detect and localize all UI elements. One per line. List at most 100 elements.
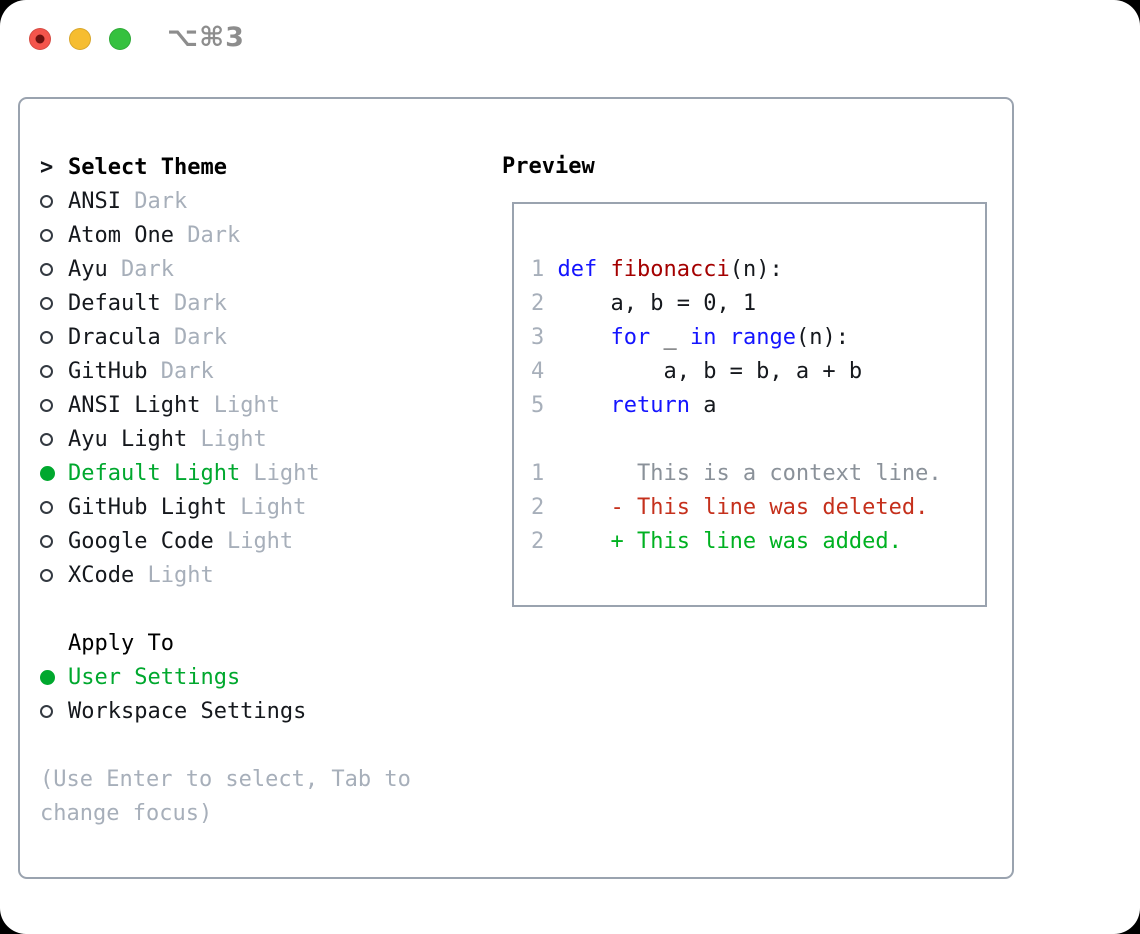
radio-icon xyxy=(40,568,53,582)
radio-icon xyxy=(40,330,53,344)
radio-icon xyxy=(40,296,53,310)
help-text-line1: (Use Enter to select, Tab to xyxy=(40,766,411,792)
code-segment xyxy=(597,257,610,282)
option-label: Dracula xyxy=(68,324,161,350)
theme-option[interactable]: Dracula Dark xyxy=(40,320,411,354)
preview-label: Preview xyxy=(502,154,595,179)
theme-option[interactable]: ANSI Dark xyxy=(40,184,411,218)
code-line: 2 - This line was deleted. xyxy=(531,491,985,525)
theme-variant-tag: Dark xyxy=(147,358,214,384)
apply-to-option[interactable]: User Settings xyxy=(40,660,411,694)
spacer xyxy=(40,728,411,762)
radio-icon xyxy=(40,228,53,242)
apply-to-label: Apply To xyxy=(68,630,174,656)
code-segment: - This line was deleted. xyxy=(557,495,929,520)
code-line xyxy=(531,423,985,457)
apply-to-header: Apply To xyxy=(40,626,411,660)
line-number: 1 xyxy=(531,461,558,486)
radio-icon xyxy=(40,262,53,276)
code-segment: This is a context line. xyxy=(557,461,942,486)
theme-option[interactable]: Ayu Dark xyxy=(40,252,411,286)
theme-variant-tag: Light xyxy=(213,528,294,554)
code-line: 4 a, b = b, a + b xyxy=(531,355,985,389)
code-segment xyxy=(558,393,611,418)
option-label: GitHub Light xyxy=(68,494,227,520)
line-number: 2 xyxy=(531,529,558,554)
select-theme-label: Select Theme xyxy=(68,154,227,180)
code-line: 5 return a xyxy=(531,389,985,423)
code-segment: _ xyxy=(650,325,690,350)
theme-variant-tag: Dark xyxy=(107,256,174,282)
option-label: Default xyxy=(68,290,161,316)
line-number: 3 xyxy=(531,325,558,350)
help-text-line2: change focus) xyxy=(40,800,213,826)
theme-variant-tag: Dark xyxy=(120,188,188,214)
theme-variant-tag: Light xyxy=(134,562,214,588)
line-number: 2 xyxy=(531,495,558,520)
code-segment: def xyxy=(557,257,598,282)
radio-icon xyxy=(40,704,53,718)
apply-to-option[interactable]: Workspace Settings xyxy=(40,694,411,728)
radio-icon xyxy=(40,432,53,446)
code-line: 1 This is a context line. xyxy=(531,457,985,491)
theme-variant-tag: Light xyxy=(240,460,320,486)
theme-option[interactable]: Atom One Dark xyxy=(40,218,411,252)
window-title: ⌥⌘3 xyxy=(167,22,245,53)
code-segment: in xyxy=(689,325,717,350)
code-segment: (n): xyxy=(795,325,849,350)
traffic-lights xyxy=(29,28,131,50)
code-segment: + This line was added. xyxy=(557,529,902,554)
code-segment: for xyxy=(610,325,651,350)
theme-option[interactable]: Default Light Light xyxy=(40,456,411,490)
code-segment: a, b = 0, 1 xyxy=(557,291,757,316)
code-segment: a, b = b, a + b xyxy=(557,359,863,384)
prompt-caret-icon: > xyxy=(40,154,54,180)
option-label: Default Light xyxy=(68,460,241,486)
theme-option[interactable]: XCode Light xyxy=(40,558,411,592)
radio-icon xyxy=(40,500,53,514)
code-segment: fibonacci xyxy=(610,257,730,282)
code-line: 3 for _ in range(n): xyxy=(531,321,985,355)
radio-icon xyxy=(40,534,53,548)
code-segment: return xyxy=(610,393,690,418)
code-segment: a xyxy=(689,393,717,418)
theme-option[interactable]: ANSI Light Light xyxy=(40,388,411,422)
theme-option[interactable]: GitHub Dark xyxy=(40,354,411,388)
code-segment xyxy=(716,325,729,350)
theme-option[interactable]: Default Dark xyxy=(40,286,411,320)
option-label: Ayu xyxy=(68,256,108,282)
code-segment: range xyxy=(729,325,796,350)
code-segment xyxy=(558,325,611,350)
minimize-button-icon[interactable] xyxy=(69,28,91,50)
radio-selected-icon xyxy=(40,465,55,481)
option-label: GitHub xyxy=(68,358,148,384)
select-theme-header: > Select Theme xyxy=(40,150,411,184)
line-number: 4 xyxy=(531,359,558,384)
radio-selected-icon xyxy=(40,669,55,685)
theme-variant-tag: Light xyxy=(187,426,267,452)
theme-option[interactable]: GitHub Light Light xyxy=(40,490,411,524)
radio-icon xyxy=(40,364,53,378)
theme-variant-tag: Dark xyxy=(160,324,227,350)
close-button-icon[interactable] xyxy=(29,28,51,50)
option-label: User Settings xyxy=(68,664,241,690)
code-line: 2 a, b = 0, 1 xyxy=(531,287,985,321)
radio-icon xyxy=(40,398,53,412)
theme-option[interactable]: Google Code Light xyxy=(40,524,411,558)
option-label: ANSI xyxy=(68,188,121,214)
option-label: Ayu Light xyxy=(68,426,188,452)
line-number: 1 xyxy=(531,257,558,282)
line-number: 5 xyxy=(531,393,558,418)
option-label: ANSI Light xyxy=(68,392,201,418)
option-label: Google Code xyxy=(68,528,214,554)
code-line: 2 + This line was added. xyxy=(531,525,985,559)
zoom-button-icon[interactable] xyxy=(109,28,131,50)
theme-option[interactable]: Ayu Light Light xyxy=(40,422,411,456)
option-label: Workspace Settings xyxy=(68,698,307,724)
